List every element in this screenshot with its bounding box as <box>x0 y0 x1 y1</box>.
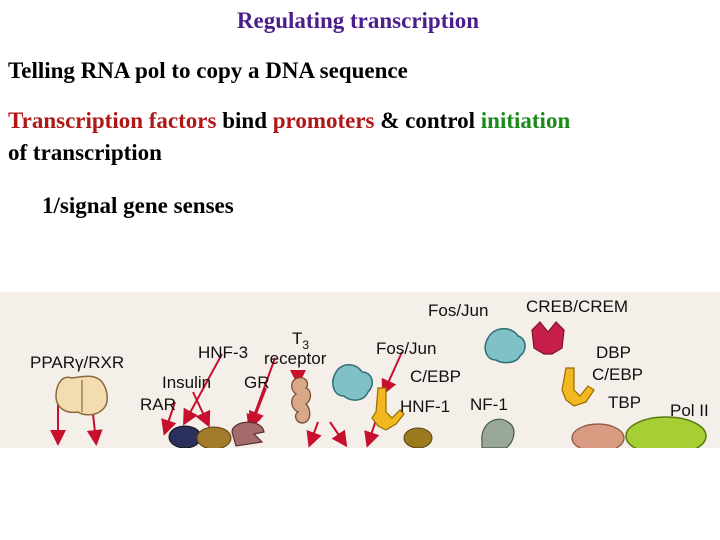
transcription-factor-figure: PPARγ/RXR HNF-3 T3 receptor Insulin GR R… <box>0 292 720 448</box>
text-bind: bind <box>216 108 273 133</box>
creb-crem-protein <box>531 321 565 355</box>
line-of-transcription: of transcription <box>8 140 162 165</box>
label-hnf3: HNF-3 <box>198 343 248 362</box>
line-rna-pol: Telling RNA pol to copy a DNA sequence <box>8 58 408 83</box>
label-tbp: TBP <box>608 393 641 412</box>
label-cebp-mid: C/EBP <box>410 367 461 386</box>
label-hnf1: HNF-1 <box>400 397 450 416</box>
label-insulin: Insulin <box>162 373 211 392</box>
t3-receptor-protein <box>291 377 312 424</box>
label-ppar: PPARγ/RXR <box>30 353 124 372</box>
label-nf1: NF-1 <box>470 395 508 414</box>
term-transcription-factors: Transcription factors <box>8 108 217 133</box>
gr-protein <box>231 421 265 447</box>
label-receptor: receptor <box>264 349 327 368</box>
fos-jun-top-protein <box>484 328 526 364</box>
insulin-protein <box>196 426 232 448</box>
text-control: & control <box>374 108 481 133</box>
term-initiation: initiation <box>480 108 571 133</box>
tbp-protein <box>571 423 625 448</box>
label-pol2: Pol II <box>670 401 709 420</box>
nf1-protein <box>481 418 515 448</box>
label-rar: RAR <box>140 395 176 414</box>
label-dbp: DBP <box>596 343 631 362</box>
label-t3-sub: 3 <box>302 338 309 352</box>
dbp-cebp-right-protein <box>561 367 595 407</box>
label-fos-jun-top: Fos/Jun <box>428 301 488 320</box>
figure-canvas: PPARγ/RXR HNF-3 T3 receptor Insulin GR R… <box>0 292 720 448</box>
term-promoters: promoters <box>272 108 375 133</box>
label-creb-crem: CREB/CREM <box>526 297 628 316</box>
slide-title: Regulating transcription <box>236 8 480 33</box>
label-fos-jun-mid: Fos/Jun <box>376 339 436 358</box>
line-signal-gene-senses: 1/signal gene senses <box>42 193 234 218</box>
fos-jun-mid-protein <box>332 364 373 401</box>
label-t3: T3 <box>292 329 309 352</box>
rar-protein <box>168 425 202 448</box>
label-gr: GR <box>244 373 270 392</box>
line-transcription-factors: Transcription factors bind promoters & c… <box>8 108 570 134</box>
signal-arrows <box>50 351 403 448</box>
hnf1-protein <box>403 427 433 448</box>
label-t3-main: T <box>292 329 302 348</box>
cebp-mid-protein <box>371 387 405 431</box>
label-cebp-right: C/EBP <box>592 365 643 384</box>
pol2-protein <box>625 416 707 448</box>
